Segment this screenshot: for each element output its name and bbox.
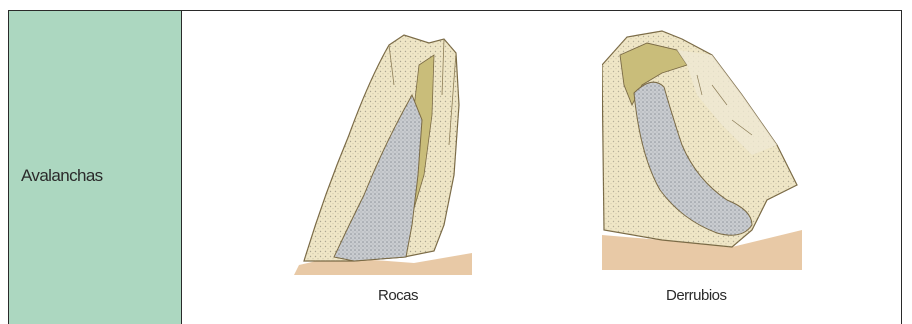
rock-avalanche-illustration: [294, 25, 474, 275]
row-label-cell: Avalanchas: [9, 11, 182, 324]
caption-rocas: Rocas: [378, 287, 418, 304]
row-label: Avalanchas: [21, 166, 103, 186]
debris-avalanche-illustration: [602, 25, 802, 270]
caption-derrubios: Derrubios: [666, 287, 727, 304]
illustration-cell: Rocas Derrubios: [182, 11, 901, 324]
classification-table-row: Avalanchas: [8, 10, 902, 324]
